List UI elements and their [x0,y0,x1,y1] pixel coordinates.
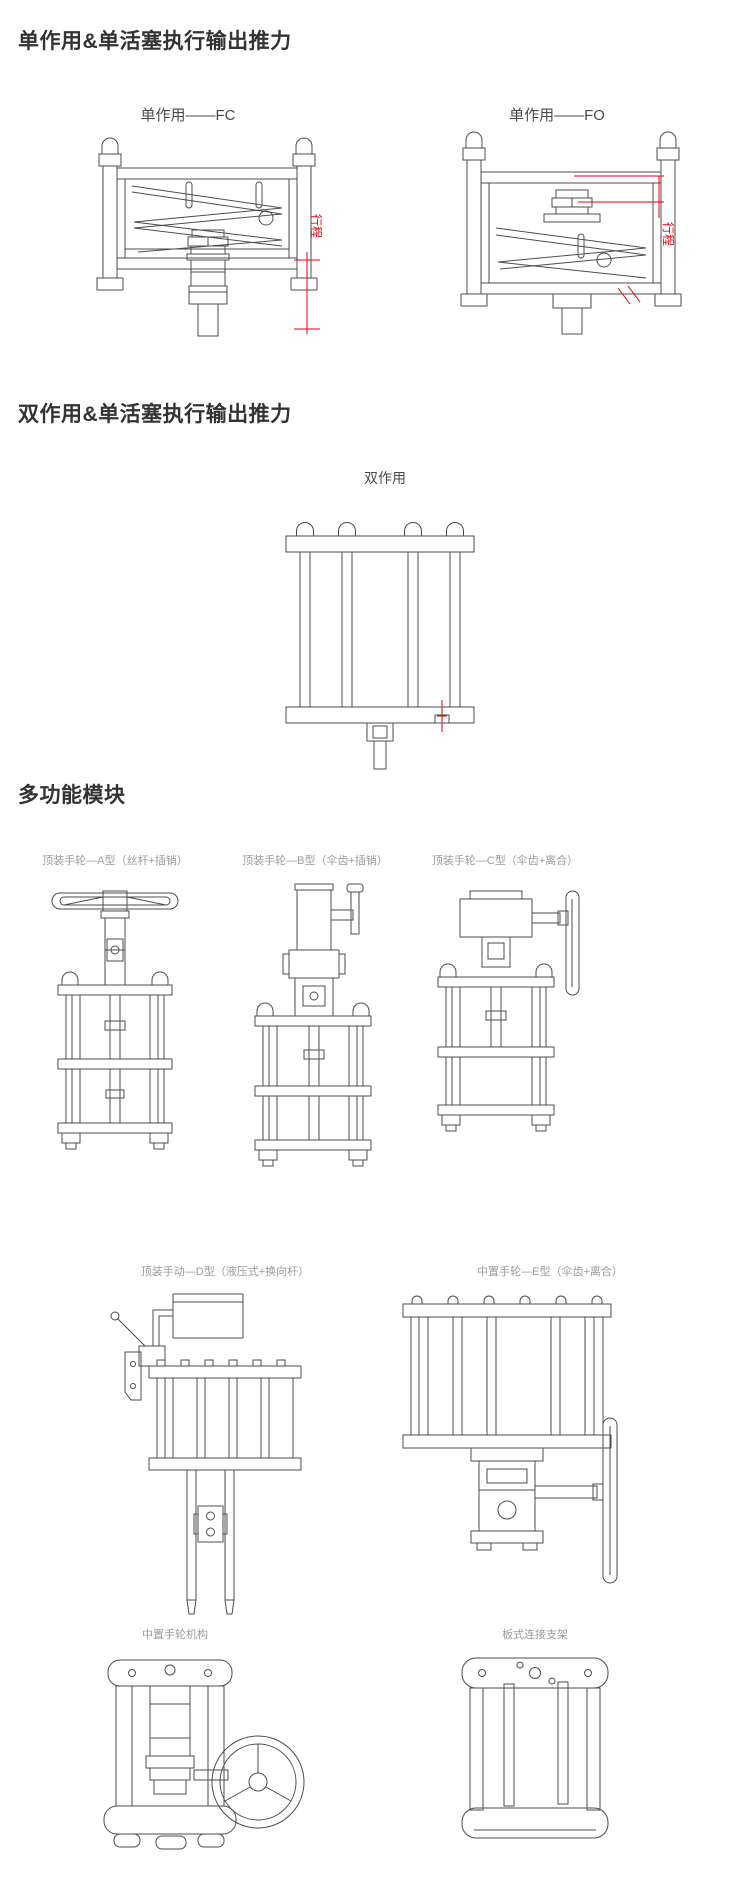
module-c-linework [437,890,580,1132]
fc-stroke-dimension-label: 行程 [309,214,324,238]
module-c-drawing [437,890,580,1132]
fc-stroke-dimension [294,252,320,334]
fc-linework [96,137,318,337]
fo-actuator-drawing: 行程 [460,131,682,335]
fo-figure-label: 单作用——FO [509,107,605,124]
module-f-linework [103,1659,305,1850]
fo-stroke-dimension-label: 行程 [661,222,676,246]
module-a-drawing [51,890,179,1150]
double-acting-actuator-drawing [285,522,475,770]
fc-figure-label: 单作用——FC [140,107,236,124]
double-acting-red-mark [437,700,447,732]
module-g-drawing [461,1657,609,1839]
module-a-linework [51,890,179,1150]
module-g-linework [461,1657,609,1839]
module-b-linework [254,883,372,1167]
section-title-single-acting: 单作用&单活塞执行输出推力 [18,30,292,53]
fo-linework [460,131,682,335]
double-acting-linework [285,522,475,770]
module-d-drawing [110,1293,302,1615]
section-title-modules: 多功能模块 [18,784,126,807]
module-f-drawing [103,1659,305,1850]
fo-stroke-dimension [574,175,664,305]
section-title-double-acting: 双作用&单活塞执行输出推力 [18,403,292,426]
module-f-caption: 中置手轮机构 [142,1629,208,1641]
module-g-caption: 板式连接支架 [502,1629,568,1641]
module-b-drawing [254,883,372,1167]
double-acting-figure-label: 双作用 [364,470,406,486]
module-e-linework [402,1295,618,1584]
module-c-caption: 顶装手轮—C型（伞齿+离合） [431,855,579,867]
module-a-caption: 顶装手轮—A型（丝杆+插销） [42,855,188,867]
module-d-caption: 顶装手动—D型（液压式+换向杆） [140,1266,310,1278]
module-e-caption: 中置手轮—E型（伞齿+离合） [477,1266,623,1278]
module-e-drawing [402,1295,618,1584]
fc-actuator-drawing: 行程 [96,137,324,337]
module-b-caption: 顶装手轮—B型（伞齿+插销） [242,855,388,867]
module-d-linework [110,1293,302,1615]
